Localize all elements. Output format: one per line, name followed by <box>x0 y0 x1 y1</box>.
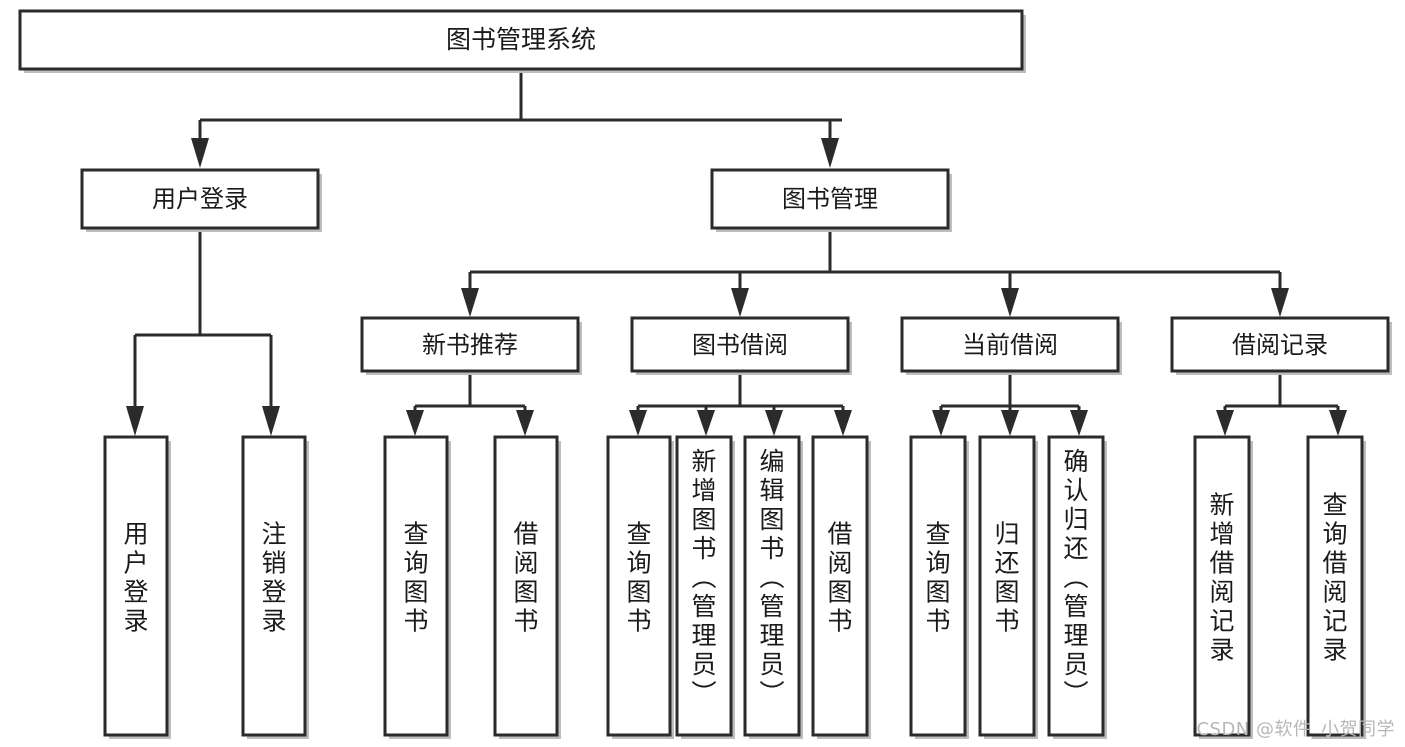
leaf-node-record-add[interactable]: 新增借阅记录 <box>1193 435 1253 739</box>
arrow-head-borrow-leaf3 <box>765 410 783 436</box>
leaf-label-borrow-add: 新增图书︵管理员︶ <box>691 447 716 708</box>
node-user-login[interactable]: 用户登录 <box>80 168 322 232</box>
node-book-management[interactable]: 图书管理 <box>710 168 952 232</box>
leaf-node-current-query-book[interactable]: 查询图书 <box>909 435 969 739</box>
leaf-box <box>1047 435 1105 737</box>
leaf-box <box>978 435 1036 737</box>
leaf-label-user-login: 用户登录 <box>123 520 148 636</box>
borrow-record-label: 借阅记录 <box>1232 331 1328 359</box>
leaf-box <box>1193 435 1251 737</box>
arrow-head-current <box>1001 288 1019 317</box>
arrow-head-current-leaf1 <box>932 410 950 436</box>
connectors-user-login-to-leaves <box>126 232 280 436</box>
arrow-head-record <box>1271 288 1289 317</box>
user-login-label: 用户登录 <box>152 185 248 213</box>
arrow-head-leaf-user-login <box>126 406 144 436</box>
arrow-head-current-leaf2 <box>1001 410 1019 436</box>
leaf-label-current-confirm: 确认归还︵管理员︶ <box>1063 447 1088 708</box>
node-root-book-management-system[interactable]: 图书管理系统 <box>18 9 1026 73</box>
leaf-box <box>909 435 967 737</box>
leaf-node-newbook-query-book[interactable]: 查询图书 <box>383 435 451 739</box>
connectors-book-mgmt-to-level2 <box>461 232 1289 317</box>
root-box <box>18 9 1024 71</box>
node-current-borrow[interactable]: 当前借阅 <box>900 316 1122 375</box>
leaf-label-newbook-query: 查询图书 <box>403 520 428 636</box>
arrow-head-user-login <box>191 138 209 168</box>
leaf-label-record-query: 查询借阅记录 <box>1322 491 1347 665</box>
arrow-head-book-mgmt <box>821 138 839 168</box>
arrow-head-current-leaf3 <box>1070 410 1088 436</box>
leaf-node-borrow-query-book[interactable]: 查询图书 <box>606 435 674 739</box>
node-book-borrow[interactable]: 图书借阅 <box>630 316 852 375</box>
book-borrow-box <box>630 316 850 373</box>
connectors-current-to-leaves <box>932 373 1088 436</box>
leaf-node-borrow-borrow-book[interactable]: 借阅图书 <box>811 435 871 739</box>
root-label: 图书管理系统 <box>446 25 596 54</box>
new-book-label: 新书推荐 <box>422 331 518 359</box>
connectors-new-book-to-leaves <box>406 373 534 436</box>
arrow-head-leaf-logout <box>262 406 280 436</box>
leaf-label-borrow-query: 查询图书 <box>626 520 651 636</box>
leaf-node-current-confirm-return[interactable]: 确认归还︵管理员︶ <box>1047 435 1107 739</box>
leaf-label-borrow-borrow: 借阅图书 <box>827 520 852 636</box>
connectors-borrow-to-leaves <box>629 373 852 436</box>
book-borrow-label: 图书借阅 <box>692 331 788 359</box>
arrow-head-record-leaf2 <box>1329 410 1347 436</box>
connectors-root-to-level1 <box>191 69 842 168</box>
node-borrow-record[interactable]: 借阅记录 <box>1170 316 1392 375</box>
new-book-box <box>360 316 580 373</box>
leaf-node-user-login-action[interactable]: 用户登录 <box>103 435 171 739</box>
leaf-label-newbook-borrow: 借阅图书 <box>513 520 538 636</box>
arrow-head-borrow-leaf2 <box>697 410 715 436</box>
arrow-head-new-book <box>461 288 479 317</box>
leaf-node-logout[interactable]: 注销登录 <box>241 435 309 739</box>
leaf-node-borrow-edit-book[interactable]: 编辑图书︵管理员︶ <box>743 435 803 739</box>
leaf-node-record-query[interactable]: 查询借阅记录 <box>1306 435 1366 739</box>
leaf-box <box>675 435 733 737</box>
arrow-head-record-leaf1 <box>1216 410 1234 436</box>
leaf-box <box>606 435 672 737</box>
node-new-book-recommend[interactable]: 新书推荐 <box>360 316 582 375</box>
arrow-head-borrow <box>731 288 749 317</box>
arrow-head-borrow-leaf4 <box>834 410 852 436</box>
leaf-label-current-return: 归还图书 <box>994 520 1019 636</box>
user-login-box <box>80 168 320 230</box>
leaf-box <box>1306 435 1364 737</box>
leaf-label-logout: 注销登录 <box>261 520 286 636</box>
leaf-box <box>493 435 559 737</box>
leaf-label-borrow-edit: 编辑图书︵管理员︶ <box>759 447 784 708</box>
leaf-label-record-add: 新增借阅记录 <box>1209 491 1234 665</box>
connectors-record-to-leaves <box>1216 373 1347 436</box>
borrow-record-box <box>1170 316 1390 373</box>
book-management-label: 图书管理 <box>782 185 878 213</box>
leaf-box <box>811 435 869 737</box>
leaf-node-current-return-book[interactable]: 归还图书 <box>978 435 1038 739</box>
arrow-head-newbook-leaf1 <box>406 410 424 436</box>
leaf-node-borrow-add-book[interactable]: 新增图书︵管理员︶ <box>675 435 735 739</box>
current-borrow-box <box>900 316 1120 373</box>
book-management-box <box>710 168 950 230</box>
leaf-box <box>383 435 449 737</box>
leaf-box <box>103 435 169 737</box>
arrow-head-newbook-leaf2 <box>516 410 534 436</box>
leaf-label-current-query: 查询图书 <box>925 520 950 636</box>
current-borrow-label: 当前借阅 <box>962 331 1058 359</box>
leaf-box <box>743 435 801 737</box>
leaf-node-newbook-borrow-book[interactable]: 借阅图书 <box>493 435 561 739</box>
leaf-box <box>241 435 307 737</box>
arrow-head-borrow-leaf1 <box>629 410 647 436</box>
